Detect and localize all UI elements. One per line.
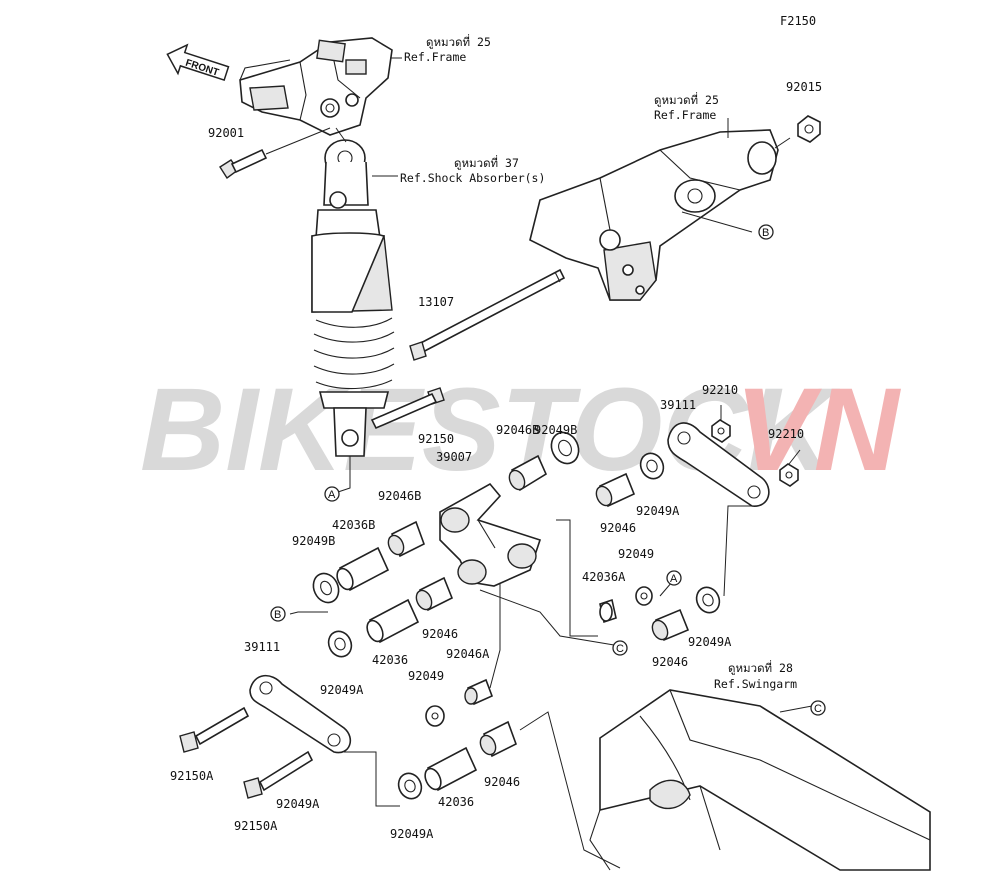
nut-92210-b: [779, 449, 801, 487]
part-label: 92046: [652, 655, 688, 669]
ref-shock: Ref.Shock Absorber(s): [400, 171, 545, 185]
front-arrow-icon: FRONT: [166, 43, 230, 82]
part-label: 92049A: [276, 797, 320, 811]
part-label: 92049: [618, 547, 654, 561]
callout-B-2: B: [270, 606, 286, 622]
bearing-92046A: [464, 678, 494, 706]
svg-text:C: C: [814, 703, 822, 715]
part-label: 92210: [702, 383, 738, 397]
washer-92049B-top: [550, 431, 580, 465]
nut-92210-a: [711, 405, 731, 443]
washer-92049-lower: [425, 705, 445, 727]
collar-42036B: [336, 546, 390, 592]
leader-lines: [289, 57, 813, 869]
svg-text:B: B: [274, 609, 281, 621]
part-label: 92046: [484, 775, 520, 789]
washer-92049A-left: [327, 630, 353, 658]
washer-92049-small: [635, 586, 653, 606]
part-label: 39111: [660, 398, 696, 412]
frame-bracket-top: [239, 37, 393, 136]
figure-code: F2150: [780, 14, 816, 28]
part-label: 39007: [436, 450, 472, 464]
ref-swingarm-thai: ดูหมวดที่ 28: [728, 660, 793, 675]
part-label: 92049: [408, 669, 444, 683]
part-label: 42036B: [332, 518, 375, 532]
svg-text:A: A: [670, 573, 678, 585]
collar-42036-mid: [366, 598, 420, 644]
svg-text:A: A: [328, 489, 336, 501]
rocker-arm-39007: [439, 482, 542, 587]
ref-frame-right-thai: ดูหมวดที่ 25: [654, 92, 719, 107]
washer-92049A-bottom: [397, 772, 423, 800]
bolt-92150A-upper: [179, 706, 250, 753]
washer-92049A-lower-right: [695, 586, 721, 614]
collar-42036A: [599, 598, 617, 624]
part-label: 42036A: [582, 570, 626, 584]
washer-92049B-left: [312, 572, 340, 604]
part-label: 92049A: [636, 504, 680, 518]
callout-C-1: C: [612, 640, 628, 656]
washer-92049A-right: [639, 452, 665, 480]
part-label: 92049A: [688, 635, 732, 649]
part-label: 92049A: [320, 683, 364, 697]
watermark-suffix: VN: [735, 364, 902, 496]
bolt-92150A-lower: [243, 750, 314, 799]
part-label: 92150A: [234, 819, 278, 833]
ref-frame-top-thai: ดูหมวดที่ 25: [426, 34, 491, 49]
callout-C-2: C: [810, 700, 826, 716]
tie-rod-39111-bottom: [249, 674, 352, 754]
bearing-92046-right: [595, 472, 636, 508]
ref-frame-right: Ref.Frame: [654, 108, 716, 122]
collar-42036-bottom: [424, 746, 478, 792]
nut-92015: [774, 115, 821, 149]
part-label: 92049A: [390, 827, 434, 841]
bolt-92150: [370, 387, 445, 430]
part-label: 92046: [422, 627, 458, 641]
callout-B-1: B: [758, 224, 774, 240]
ref-swingarm: Ref.Swingarm: [714, 677, 797, 691]
frame-section-right: [529, 118, 779, 301]
part-label: 92046: [600, 521, 636, 535]
bearing-92046-bottom: [479, 720, 517, 758]
part-label: 13107: [418, 295, 454, 309]
part-label: 92046A: [446, 647, 490, 661]
part-label: 42036: [438, 795, 474, 809]
bearing-92046B-top: [508, 454, 548, 492]
callout-A-2: A: [666, 570, 682, 586]
part-label: 92015: [786, 80, 822, 94]
shock-absorber: [311, 139, 398, 457]
bearing-92046-mid: [415, 576, 454, 612]
svg-text:C: C: [616, 643, 624, 655]
bearing-92046-lower-right: [651, 608, 690, 642]
part-label: 92001: [208, 126, 244, 140]
swingarm-partial: [589, 689, 931, 871]
bearing-92046B-left: [387, 520, 425, 558]
tie-rod-39111-top: [667, 422, 770, 507]
part-label: 92150A: [170, 769, 214, 783]
part-label: 39111: [244, 640, 280, 654]
part-label: 92049B: [534, 423, 577, 437]
callout-A-1: A: [324, 486, 340, 502]
part-label: 92046B: [378, 489, 421, 503]
part-label: 92046B: [496, 423, 539, 437]
svg-text:B: B: [762, 227, 769, 239]
ref-shock-thai: ดูหมวดที่ 37: [454, 155, 519, 170]
part-label: 42036: [372, 653, 408, 667]
part-label: 92210: [768, 427, 804, 441]
shaft-13107: [409, 268, 566, 361]
part-label: 92049B: [292, 534, 335, 548]
part-label: 92150: [418, 432, 454, 446]
bolt-92001: [219, 127, 331, 180]
ref-frame-top: Ref.Frame: [404, 50, 466, 64]
